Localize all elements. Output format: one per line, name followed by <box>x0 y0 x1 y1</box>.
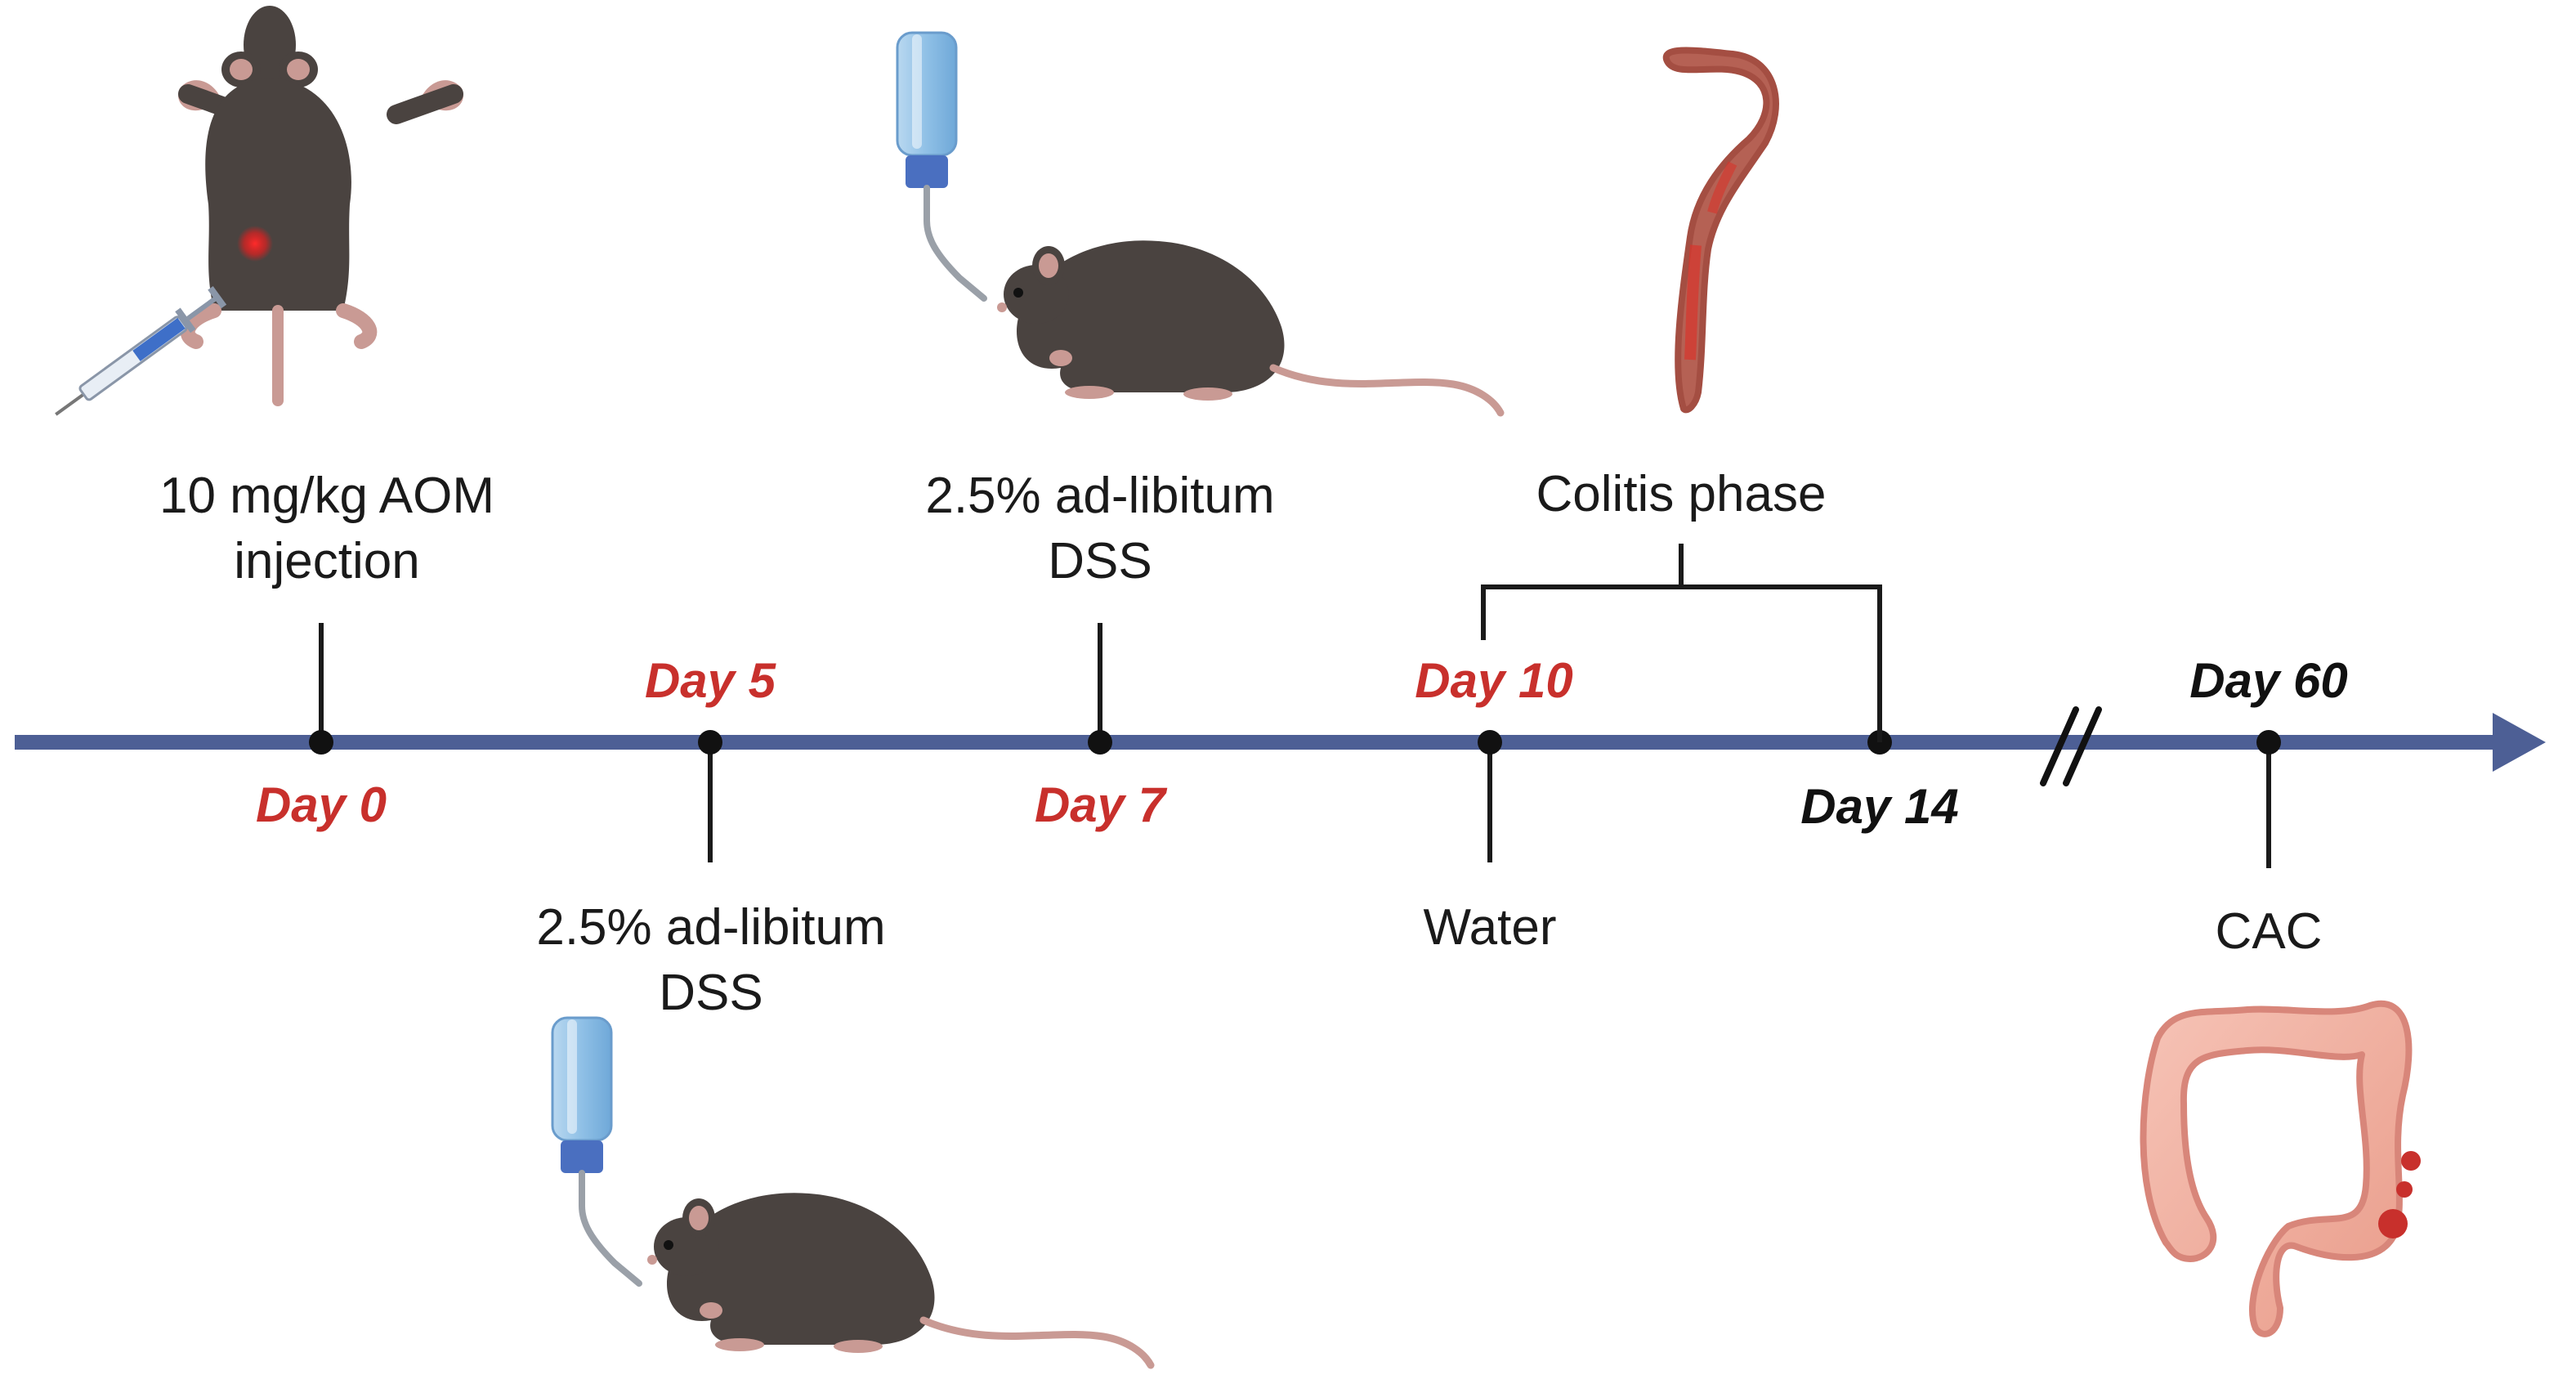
dss-day7-label-line1: 2.5% ad-libitum <box>925 468 1275 524</box>
mouse-water-bottle-icon <box>552 1018 1151 1365</box>
dss-day7-label-line2: DSS <box>1048 533 1152 589</box>
colitis-bracket <box>1481 544 1882 742</box>
day-14-label: Day 14 <box>1800 779 1959 834</box>
dss-day5-label-line2: DSS <box>659 965 763 1021</box>
day5-tick <box>698 730 722 862</box>
day-0-label: Day 0 <box>255 777 387 832</box>
day10-tick <box>1478 730 1502 862</box>
cac-label: CAC <box>2215 903 2323 960</box>
dss-day7-label: 2.5% ad-libitum DSS <box>871 464 1329 594</box>
day-60-label: Day 60 <box>2189 653 2348 708</box>
colitis-phase-label: Colitis phase <box>1536 466 1827 522</box>
dss-day5-label-line1: 2.5% ad-libitum <box>536 899 886 956</box>
mouse-syringe-icon <box>55 6 463 416</box>
timeline-arrowhead <box>2493 713 2546 772</box>
mouse-water-bottle-icon <box>897 33 1500 413</box>
day-10-label: Day 10 <box>1415 653 1573 708</box>
colon-tumor-icon <box>2140 1000 2421 1337</box>
water-label: Water <box>1423 899 1557 956</box>
dss-day5-label: 2.5% ad-libitum DSS <box>482 895 940 1026</box>
day-7-label: Day 7 <box>1034 777 1166 832</box>
day-5-label: Day 5 <box>644 653 776 708</box>
day60-tick <box>2256 730 2281 868</box>
timeline-break-mark <box>2040 706 2102 786</box>
inflamed-colon-icon <box>1662 47 1779 414</box>
aom-label-line2: injection <box>234 533 420 589</box>
aom-label: 10 mg/kg AOM injection <box>98 464 556 594</box>
day7-tick <box>1088 623 1112 755</box>
day0-tick <box>309 623 333 755</box>
aom-label-line1: 10 mg/kg AOM <box>159 468 495 524</box>
